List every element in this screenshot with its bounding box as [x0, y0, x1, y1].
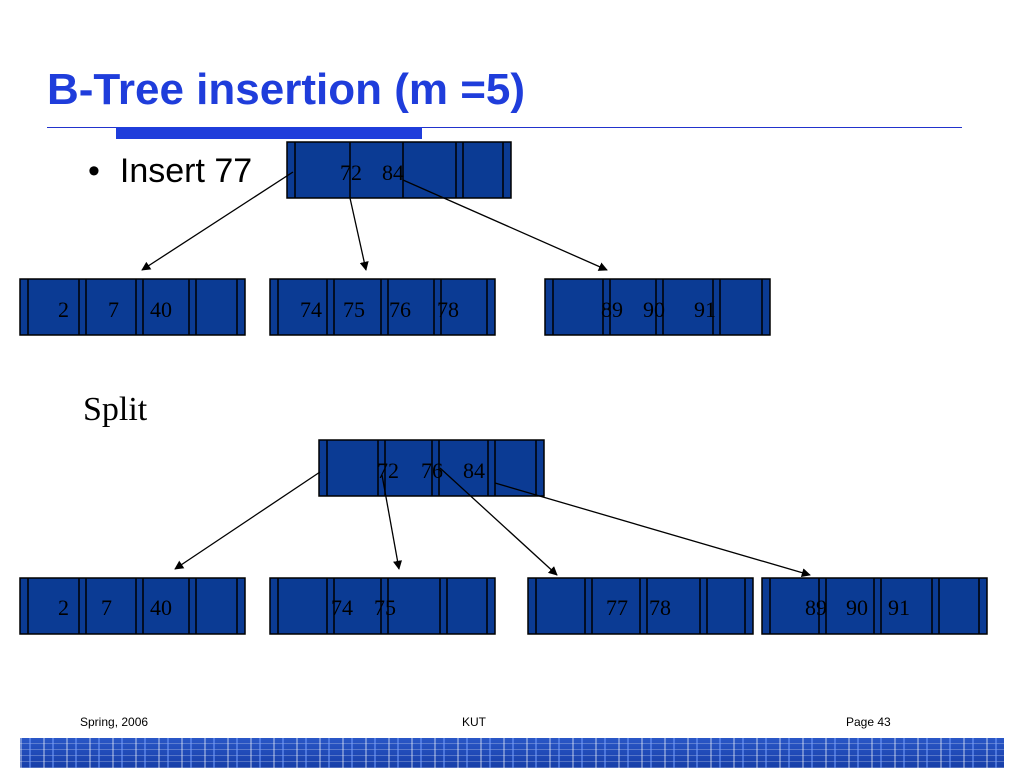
after-root-key-76: 76	[421, 458, 443, 483]
after-key-90: 90	[846, 595, 868, 620]
after-key-74: 74	[331, 595, 353, 620]
before-key-91: 91	[694, 297, 716, 322]
before-edge-middle	[349, 197, 369, 271]
after-edge-3	[439, 467, 558, 576]
before-child-node-middle: 74 75 76 78	[269, 278, 496, 336]
footer-org: KUT	[462, 715, 486, 729]
before-key-76: 76	[389, 297, 411, 322]
after-key-2: 2	[58, 595, 69, 620]
before-key-89: 89	[601, 297, 623, 322]
bullet-dot: •	[88, 152, 100, 190]
before-root-key-72: 72	[340, 160, 362, 185]
after-key-78: 78	[649, 595, 671, 620]
after-edge-4	[494, 482, 811, 578]
after-key-40: 40	[150, 595, 172, 620]
after-child-node-2: 74 75	[269, 577, 496, 635]
before-root-key-84: 84	[382, 160, 404, 185]
before-key-7: 7	[108, 297, 119, 322]
after-key-77: 77	[606, 595, 628, 620]
after-child-node-4: 89 90 91	[761, 577, 988, 635]
before-child-node-right: 89 90 91	[544, 278, 771, 336]
before-root-node: 72 84	[286, 141, 512, 199]
bullet-text: Insert 77	[119, 152, 253, 190]
after-key-89: 89	[805, 595, 827, 620]
before-key-78: 78	[437, 297, 459, 322]
split-label: Split	[83, 391, 148, 428]
after-root-key-72: 72	[377, 458, 399, 483]
before-edge-left	[141, 171, 294, 271]
after-key-91: 91	[888, 595, 910, 620]
after-key-7: 7	[101, 595, 112, 620]
before-key-90: 90	[643, 297, 665, 322]
before-child-node-left: 2 7 40	[19, 278, 246, 336]
after-child-node-1: 2 7 40	[19, 577, 246, 635]
after-edge-2	[381, 474, 403, 570]
title-underline	[47, 127, 962, 128]
footer-circuit-banner	[20, 738, 1004, 768]
before-key-74: 74	[300, 297, 322, 322]
after-child-node-3: 77 78	[527, 577, 754, 635]
before-key-75: 75	[343, 297, 365, 322]
before-edge-right	[402, 179, 608, 271]
footer-date: Spring, 2006	[80, 715, 149, 729]
after-edge-1	[174, 471, 321, 570]
before-key-2: 2	[58, 297, 69, 322]
bullet-item: • Insert 77	[88, 154, 252, 188]
slide-title: B-Tree insertion (m =5)	[47, 65, 526, 114]
before-key-40: 40	[150, 297, 172, 322]
after-root-key-84: 84	[463, 458, 485, 483]
footer-page-number: Page 43	[846, 715, 891, 729]
title-accent-bar	[116, 127, 422, 139]
after-key-75: 75	[374, 595, 396, 620]
